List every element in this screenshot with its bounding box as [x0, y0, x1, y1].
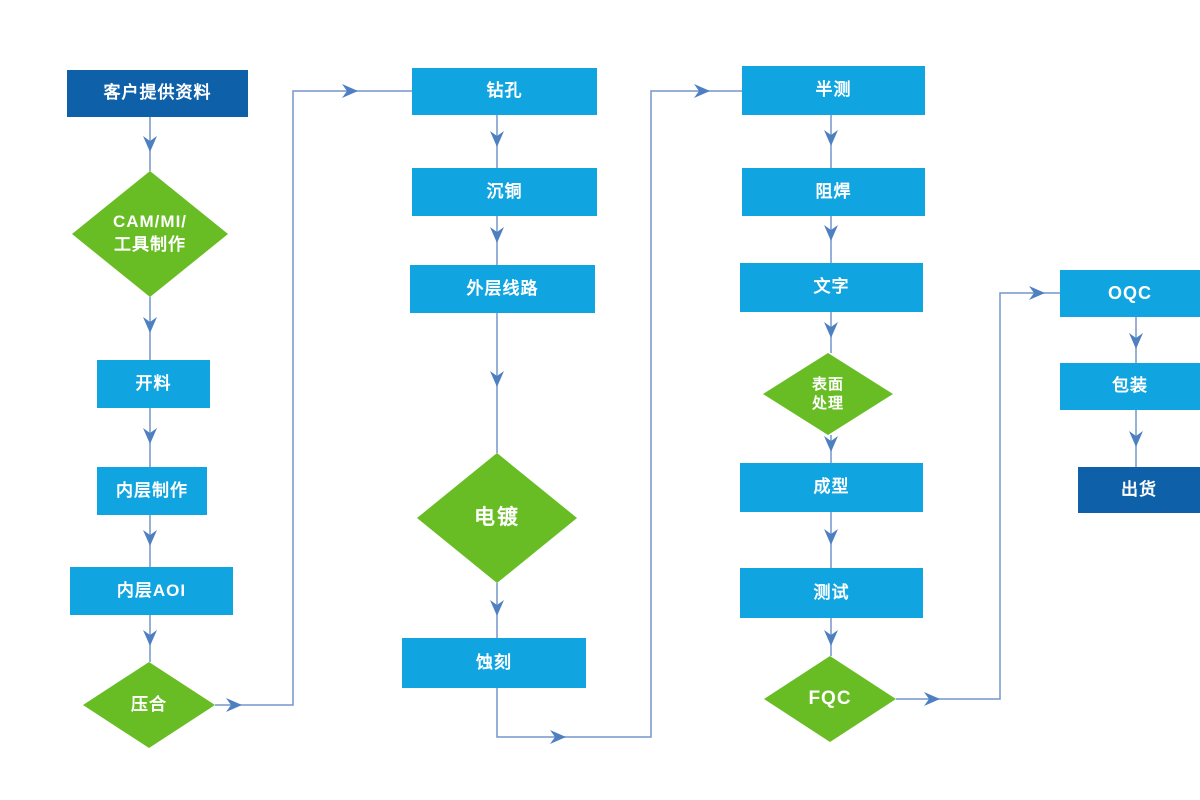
- node-testing: 测试: [740, 568, 923, 618]
- node-outer-layer-circuit: 外层线路: [410, 265, 595, 313]
- node-customer-data: 客户提供资料: [67, 70, 248, 117]
- node-packaging: 包装: [1060, 363, 1200, 410]
- node-inner-layer-aoi: 内层AOI: [70, 567, 233, 615]
- node-silkscreen-text: 文字: [740, 263, 923, 312]
- node-drilling: 钻孔: [412, 68, 597, 115]
- node-forming: 成型: [740, 463, 923, 512]
- node-cutting: 开料: [97, 360, 210, 408]
- node-copper-deposition: 沉铜: [412, 168, 597, 216]
- node-half-test: 半测: [742, 66, 925, 115]
- node-shipment: 出货: [1078, 467, 1200, 513]
- node-solder-mask: 阻焊: [742, 168, 925, 216]
- node-etching: 蚀刻: [402, 638, 586, 688]
- node-oqc: OQC: [1060, 270, 1200, 317]
- node-inner-layer-fab: 内层制作: [97, 467, 207, 515]
